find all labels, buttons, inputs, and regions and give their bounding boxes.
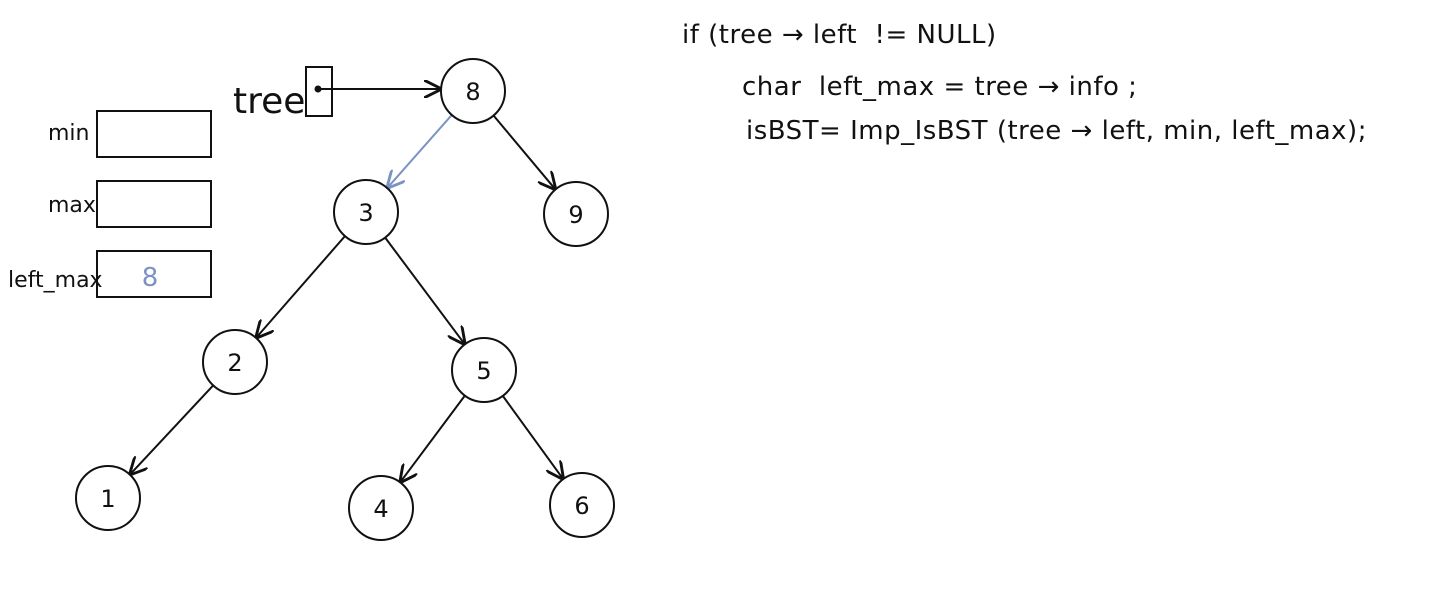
- tree-node-n9: 9: [543, 181, 609, 247]
- tree-node-value: 1: [100, 485, 115, 513]
- var-max-label: max: [48, 193, 96, 218]
- tree-node-circle: [348, 475, 414, 541]
- edge-n5-n6: [501, 395, 563, 478]
- tree-pointer-dot: [314, 85, 322, 93]
- tree-pointer: tree: [233, 66, 440, 122]
- tree-nodes: 8 3 9 2 5 1 4 6: [75, 58, 615, 541]
- tree-node-n3: 3: [333, 179, 399, 245]
- edge-n8-n3: [388, 114, 453, 187]
- edge-n8-n9: [492, 114, 555, 189]
- var-min: min: [48, 110, 212, 158]
- tree-node-value: 9: [568, 201, 583, 229]
- code-line-1: if (tree → left != NULL): [682, 20, 997, 50]
- tree-node-n2: 2: [202, 329, 268, 395]
- tree-node-circle: [75, 465, 141, 531]
- var-left-max-value: 8: [142, 263, 159, 293]
- var-left-max-label: left_max: [8, 268, 103, 293]
- var-max-box: [96, 180, 212, 228]
- tree-node-n1: 1: [75, 465, 141, 531]
- tree-node-n5: 5: [451, 337, 517, 403]
- var-left-max-box: [96, 250, 212, 298]
- tree-node-circle: [549, 472, 615, 538]
- tree-edges: [131, 114, 563, 482]
- tree-node-circle: [333, 179, 399, 245]
- tree-node-circle: [543, 181, 609, 247]
- tree-node-n6: 6: [549, 472, 615, 538]
- tree-node-value: 3: [358, 199, 373, 227]
- tree-node-circle: [440, 58, 506, 124]
- tree-pointer-box: [305, 66, 333, 117]
- tree-node-value: 8: [465, 78, 480, 106]
- tree-pointer-label: tree: [233, 81, 305, 122]
- edge-n5-n4: [401, 395, 466, 482]
- tree-node-circle: [451, 337, 517, 403]
- tree-node-n4: 4: [348, 475, 414, 541]
- var-max: max: [48, 180, 212, 228]
- tree-node-value: 4: [373, 495, 388, 523]
- tree-node-value: 2: [227, 349, 242, 377]
- tree-node-value: 5: [476, 357, 491, 385]
- tree-node-value: 6: [574, 492, 589, 520]
- edge-n3-n5: [384, 237, 464, 344]
- code-line-2: char left_max = tree → info ;: [742, 72, 1138, 102]
- edge-n3-n2: [257, 235, 346, 337]
- tree-node-circle: [202, 329, 268, 395]
- var-left-max: left_max 8: [8, 250, 212, 298]
- var-min-label: min: [48, 121, 90, 146]
- edge-n2-n1: [131, 384, 214, 473]
- tree-node-n8: 8: [440, 58, 506, 124]
- code-line-3: isBST= Imp_IsBST (tree → left, min, left…: [746, 116, 1367, 146]
- var-min-box: [96, 110, 212, 158]
